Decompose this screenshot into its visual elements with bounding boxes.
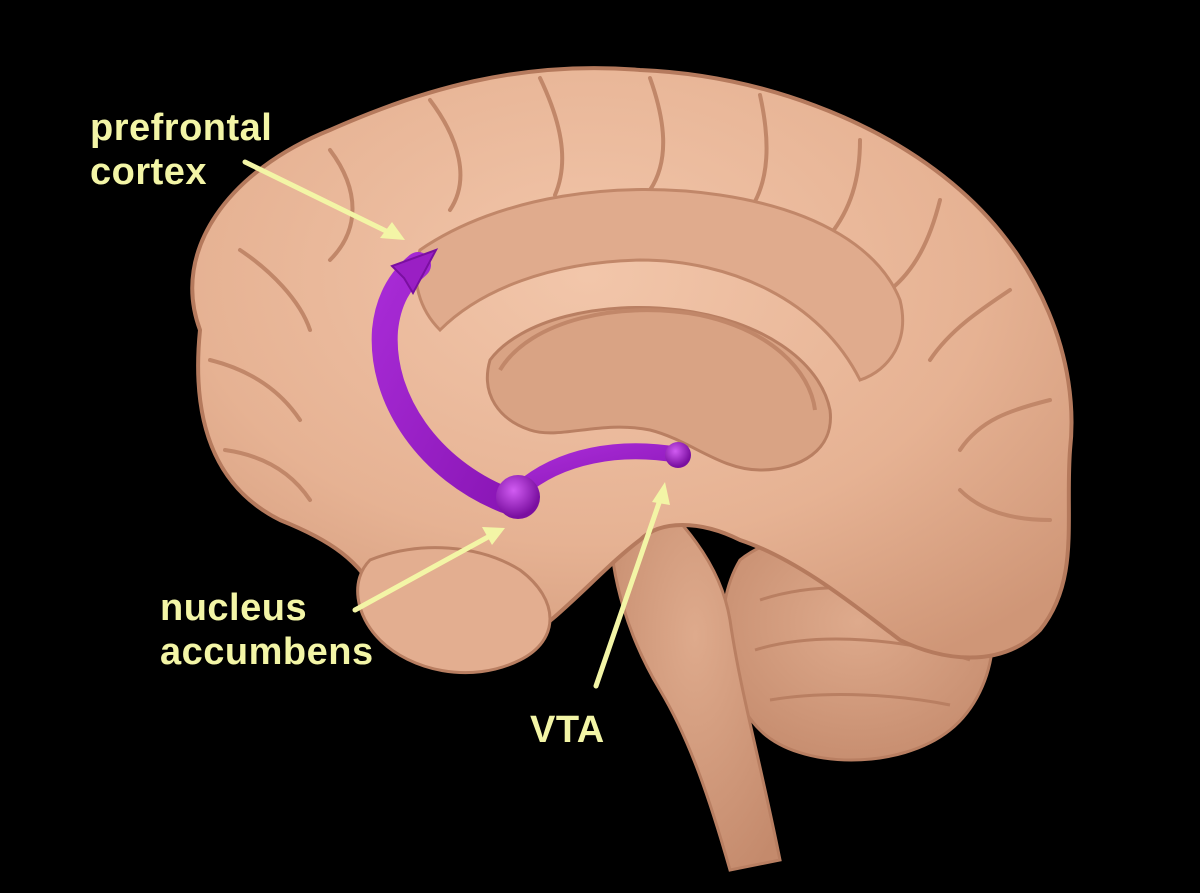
label-nucleus-accumbens-line1: nucleus	[160, 587, 308, 629]
label-nucleus-accumbens: nucleus accumbens	[160, 586, 374, 674]
cerebrum	[190, 66, 1074, 675]
pointer-nucleus-accumbens	[352, 534, 491, 613]
dopamine-pathway-arrow	[371, 248, 686, 513]
label-vta: VTA	[530, 709, 605, 751]
pointer-vta-head	[652, 482, 670, 505]
pointer-nucleus-accumbens-head	[482, 527, 505, 545]
vta-node	[665, 442, 691, 468]
pointer-prefrontal-cortex-head	[380, 222, 405, 240]
label-prefrontal-cortex-line1: prefrontal	[90, 107, 273, 149]
label-nucleus-accumbens-line2: accumbens	[160, 631, 374, 673]
nucleus-accumbens-node	[496, 475, 540, 519]
label-prefrontal-cortex: prefrontal cortex	[90, 106, 272, 194]
pointer-lines	[242, 159, 670, 689]
label-prefrontal-cortex-line2: cortex	[90, 151, 208, 193]
brain-stem	[608, 477, 782, 872]
pointer-vta	[593, 497, 663, 689]
pointer-prefrontal-cortex	[242, 159, 391, 235]
